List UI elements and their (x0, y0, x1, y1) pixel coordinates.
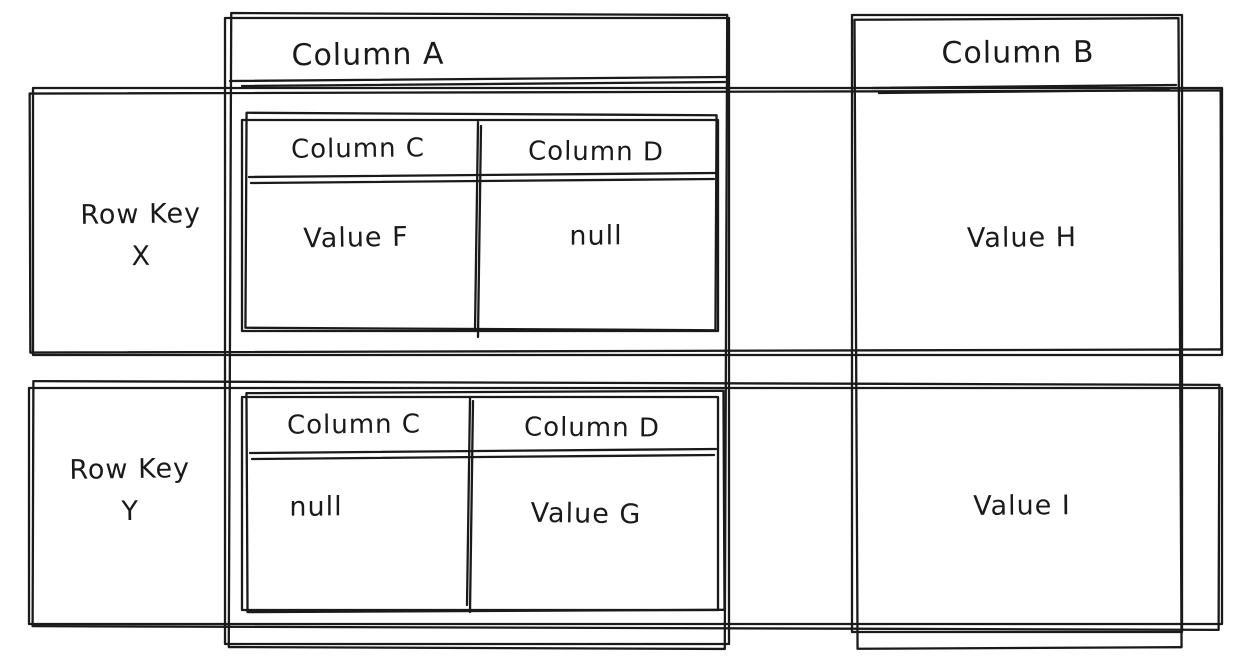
row-x-nested-column-c-header: Column C (290, 133, 426, 165)
row-key-x-label: Row Key (80, 198, 202, 231)
column-b-strip-outline (850, 13, 1184, 650)
column-a-strip-outline (223, 11, 731, 651)
row-x-nested-column-d-header: Column D (527, 136, 665, 168)
column-b-header: Column B (941, 34, 1095, 72)
row-y-column-d-value: Value G (530, 497, 642, 531)
row-key-y-id: Y (121, 495, 140, 528)
row-x-outline (28, 86, 1224, 357)
row-y-outline (27, 379, 1224, 632)
row-x-column-b-value: Value H (966, 222, 1078, 254)
nested-table-x-outline (240, 111, 720, 339)
column-a-header-underline (228, 75, 729, 88)
row-key-x-id: X (131, 240, 152, 273)
row-x-column-d-value: null (569, 220, 623, 252)
row-y-column-b-value: Value I (973, 490, 1071, 522)
nested-table-y-outline (240, 389, 726, 614)
row-y-nested-column-c-header: Column C (286, 409, 422, 441)
column-a-header: Column A (291, 36, 445, 74)
row-key-x: Row Key X (80, 193, 202, 279)
row-x-column-c-value: Value F (303, 221, 409, 255)
row-y-column-c-value: null (289, 491, 343, 523)
row-y-nested-column-d-header: Column D (523, 412, 661, 444)
row-key-y-label: Row Key (69, 453, 191, 486)
row-key-y: Row Key Y (69, 448, 191, 534)
